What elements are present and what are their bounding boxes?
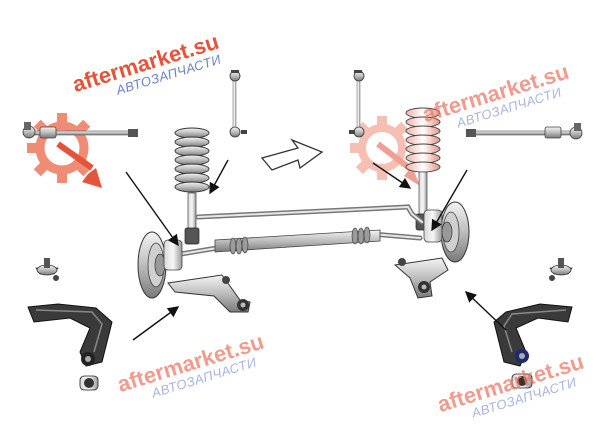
steering-rack (214, 226, 381, 255)
control-arm-right-loose (493, 303, 573, 389)
control-arm-left-installed (167, 274, 251, 313)
control-arm-right-installed (393, 257, 449, 299)
suspension-diagram: aftermarket.su АВТОЗАПЧАСТИ aftermarket.… (22, 29, 587, 421)
diagram-canvas (22, 70, 583, 391)
coil-spring-right (405, 107, 441, 173)
control-arm-left-loose (27, 303, 113, 391)
brake-disc-right (423, 201, 470, 263)
stabilizer-link-right (349, 70, 365, 138)
coil-spring-left (174, 127, 210, 193)
brake-disc-left (137, 231, 183, 299)
direction-arrow-icon (260, 138, 324, 171)
pointer-arrows (125, 159, 507, 341)
stabilizer-link-left (229, 70, 247, 138)
tie-rod-left (22, 122, 138, 139)
ball-joint-right (549, 258, 573, 281)
strut-left (184, 192, 200, 245)
gear-logo-icon (27, 113, 102, 188)
tie-rod-right (466, 123, 583, 140)
ball-joint-left (35, 258, 59, 281)
anti-roll-bar (172, 204, 425, 258)
